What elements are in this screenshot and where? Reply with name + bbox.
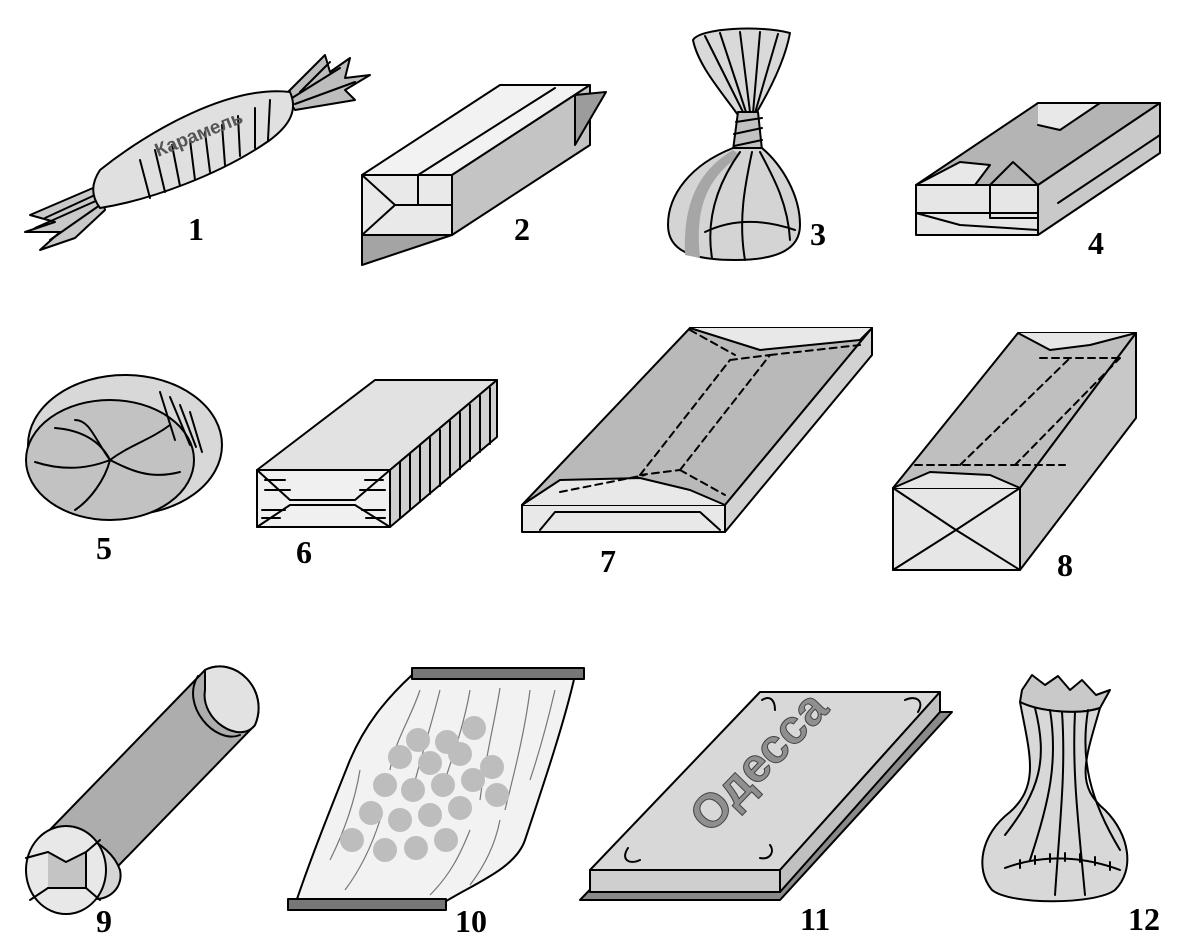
item-1-twist-caramel: Карамель 1 bbox=[24, 54, 371, 251]
item-9-label: 9 bbox=[96, 903, 112, 939]
item-6-end-fold-bar-pack: 6 bbox=[256, 379, 498, 570]
item-5-label: 5 bbox=[96, 530, 112, 566]
item-10-sealed-pouch: 10 bbox=[287, 667, 585, 939]
item-11-label: 11 bbox=[800, 901, 830, 937]
item-12-label: 12 bbox=[1128, 901, 1160, 937]
item-7-flat-tablet-wrap: 7 bbox=[521, 327, 873, 579]
item-2-label: 2 bbox=[514, 211, 530, 247]
item-8-label: 8 bbox=[1057, 547, 1073, 583]
item-5-round-tablet: 5 bbox=[25, 374, 223, 566]
item-12-pouch-bag: 12 bbox=[981, 674, 1160, 937]
item-1-label: 1 bbox=[188, 211, 204, 247]
item-10-candies bbox=[340, 716, 509, 862]
item-2-long-bar-pack: 2 bbox=[361, 84, 607, 266]
item-11-chocolate-bar: Одесса 11 bbox=[579, 680, 953, 937]
item-3-label: 3 bbox=[810, 216, 826, 252]
item-10-label: 10 bbox=[455, 903, 487, 939]
item-8-tall-box-wrap: 8 bbox=[892, 332, 1137, 583]
item-6-label: 6 bbox=[296, 534, 312, 570]
item-4-label: 4 bbox=[1088, 225, 1104, 261]
item-9-roll-wrap: 9 bbox=[25, 665, 260, 939]
item-7-label: 7 bbox=[600, 543, 616, 579]
item-4-envelope-fold-box: 4 bbox=[915, 102, 1161, 261]
item-3-twist-top-candy: 3 bbox=[667, 27, 826, 261]
